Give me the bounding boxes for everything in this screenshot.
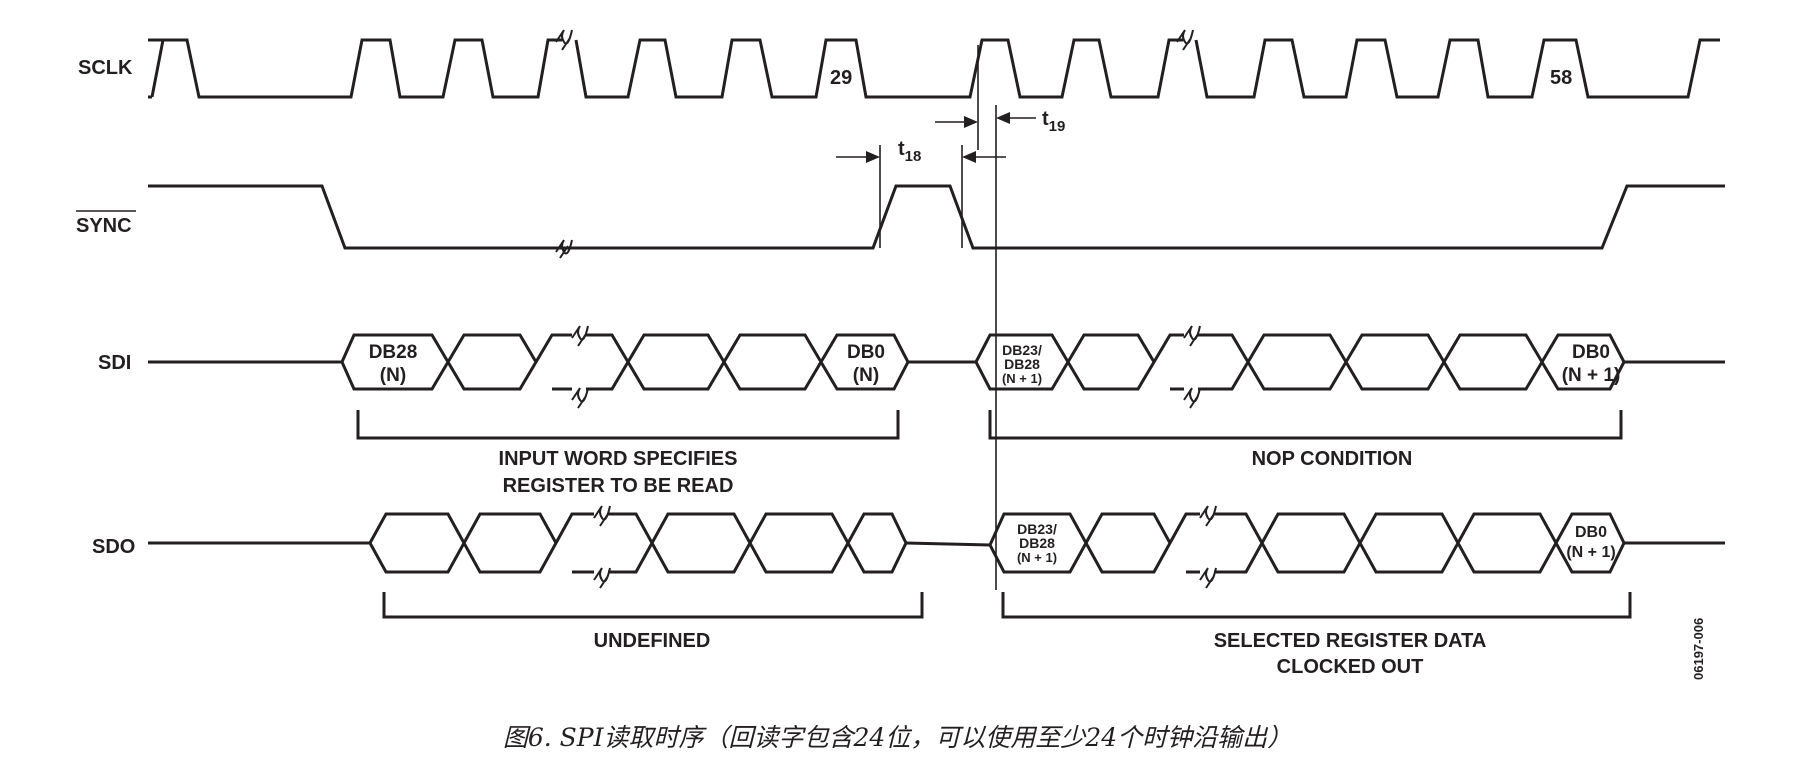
t18-arrow-head [866, 151, 880, 163]
sdo-break-2-top [1199, 505, 1217, 527]
sdo-idle-mid [905, 541, 991, 547]
figure-caption: 图6. SPI读取时序（回读字包含24位，可以使用至少24个时钟沿输出） [502, 723, 1293, 752]
t19-label: t19 [1042, 108, 1065, 135]
sdi-db0-n1-line2: (N + 1) [1562, 365, 1621, 386]
input-word-text-line2: REGISTER TO BE READ [503, 475, 734, 497]
sdi-label: SDI [98, 352, 131, 374]
sync-label: SYNC [76, 215, 132, 237]
sdi-db0-n1-line1: DB0 [1572, 342, 1610, 363]
sdo-break-1-top [593, 505, 611, 527]
sync-waveform [148, 184, 1725, 250]
sdo-db23-n1-line2: DB28 [1019, 535, 1055, 551]
clock-58-label: 58 [1550, 67, 1572, 89]
sdi-db23-n1-line2: DB28 [1004, 356, 1040, 372]
sclk-start-stubs [148, 38, 163, 99]
sdo-db0-n1-line1: DB0 [1575, 524, 1607, 541]
t18-arrow-head-right [962, 151, 976, 163]
sdo-db23-n1-line1: DB23/ [1017, 521, 1057, 537]
bracket-nop [988, 410, 1623, 440]
bracket-undefined [382, 592, 924, 619]
sdi-break-2-bottom [1183, 387, 1201, 409]
spi-read-timing-diagram: SCLK SYNC SDI SDO 29 58 t18 t19 DB28 (N) [76, 29, 1725, 680]
sdi-bus-block-1 [340, 333, 910, 391]
clock-29-label: 29 [830, 67, 852, 89]
sdi-db28-n-line2: (N) [380, 365, 406, 386]
figure-id: 06197-006 [1691, 618, 1706, 680]
sdo-db23-n1-line3: (N + 1) [1017, 550, 1057, 565]
sdo-label: SDO [92, 536, 135, 558]
selected-data-text-line2: CLOCKED OUT [1277, 656, 1424, 678]
bracket-selected [1001, 592, 1632, 619]
sclk-break-2 [1176, 29, 1194, 51]
sdi-break-1-bottom [571, 387, 589, 409]
nop-condition-text: NOP CONDITION [1252, 448, 1413, 470]
sdo-bus-block-2 [988, 512, 1626, 574]
sdi-db23-n1-line3: (N + 1) [1002, 371, 1042, 386]
sync-break [555, 239, 573, 259]
selected-data-text-line1: SELECTED REGISTER DATA [1214, 630, 1487, 652]
sdo-db0-n1-line2: (N + 1) [1566, 544, 1615, 561]
sdo-break-2-bottom [1199, 567, 1217, 589]
sdi-db0-n-line2: (N) [853, 365, 879, 386]
undefined-text: UNDEFINED [594, 630, 711, 652]
sclk-label: SCLK [78, 57, 133, 79]
t18-label: t18 [898, 138, 921, 165]
sdi-bus-block-2 [974, 333, 1626, 391]
sdi-db28-n-line1: DB28 [369, 342, 418, 363]
sdi-db23-n1-line1: DB23/ [1002, 342, 1042, 358]
t19-arrow-head-left [964, 116, 978, 128]
t19-arrow-head-right [996, 112, 1010, 124]
sdo-bus-block-1 [368, 512, 908, 574]
sdo-break-1-bottom [593, 567, 611, 589]
sdi-break-2-top [1183, 325, 1201, 347]
sclk-break-1 [555, 29, 573, 51]
sdi-db0-n-line1: DB0 [847, 342, 885, 363]
sclk-waveform [150, 38, 1720, 99]
bracket-input-word [356, 410, 900, 440]
sdi-break-1-top [571, 325, 589, 347]
input-word-text-line1: INPUT WORD SPECIFIES [499, 448, 738, 470]
